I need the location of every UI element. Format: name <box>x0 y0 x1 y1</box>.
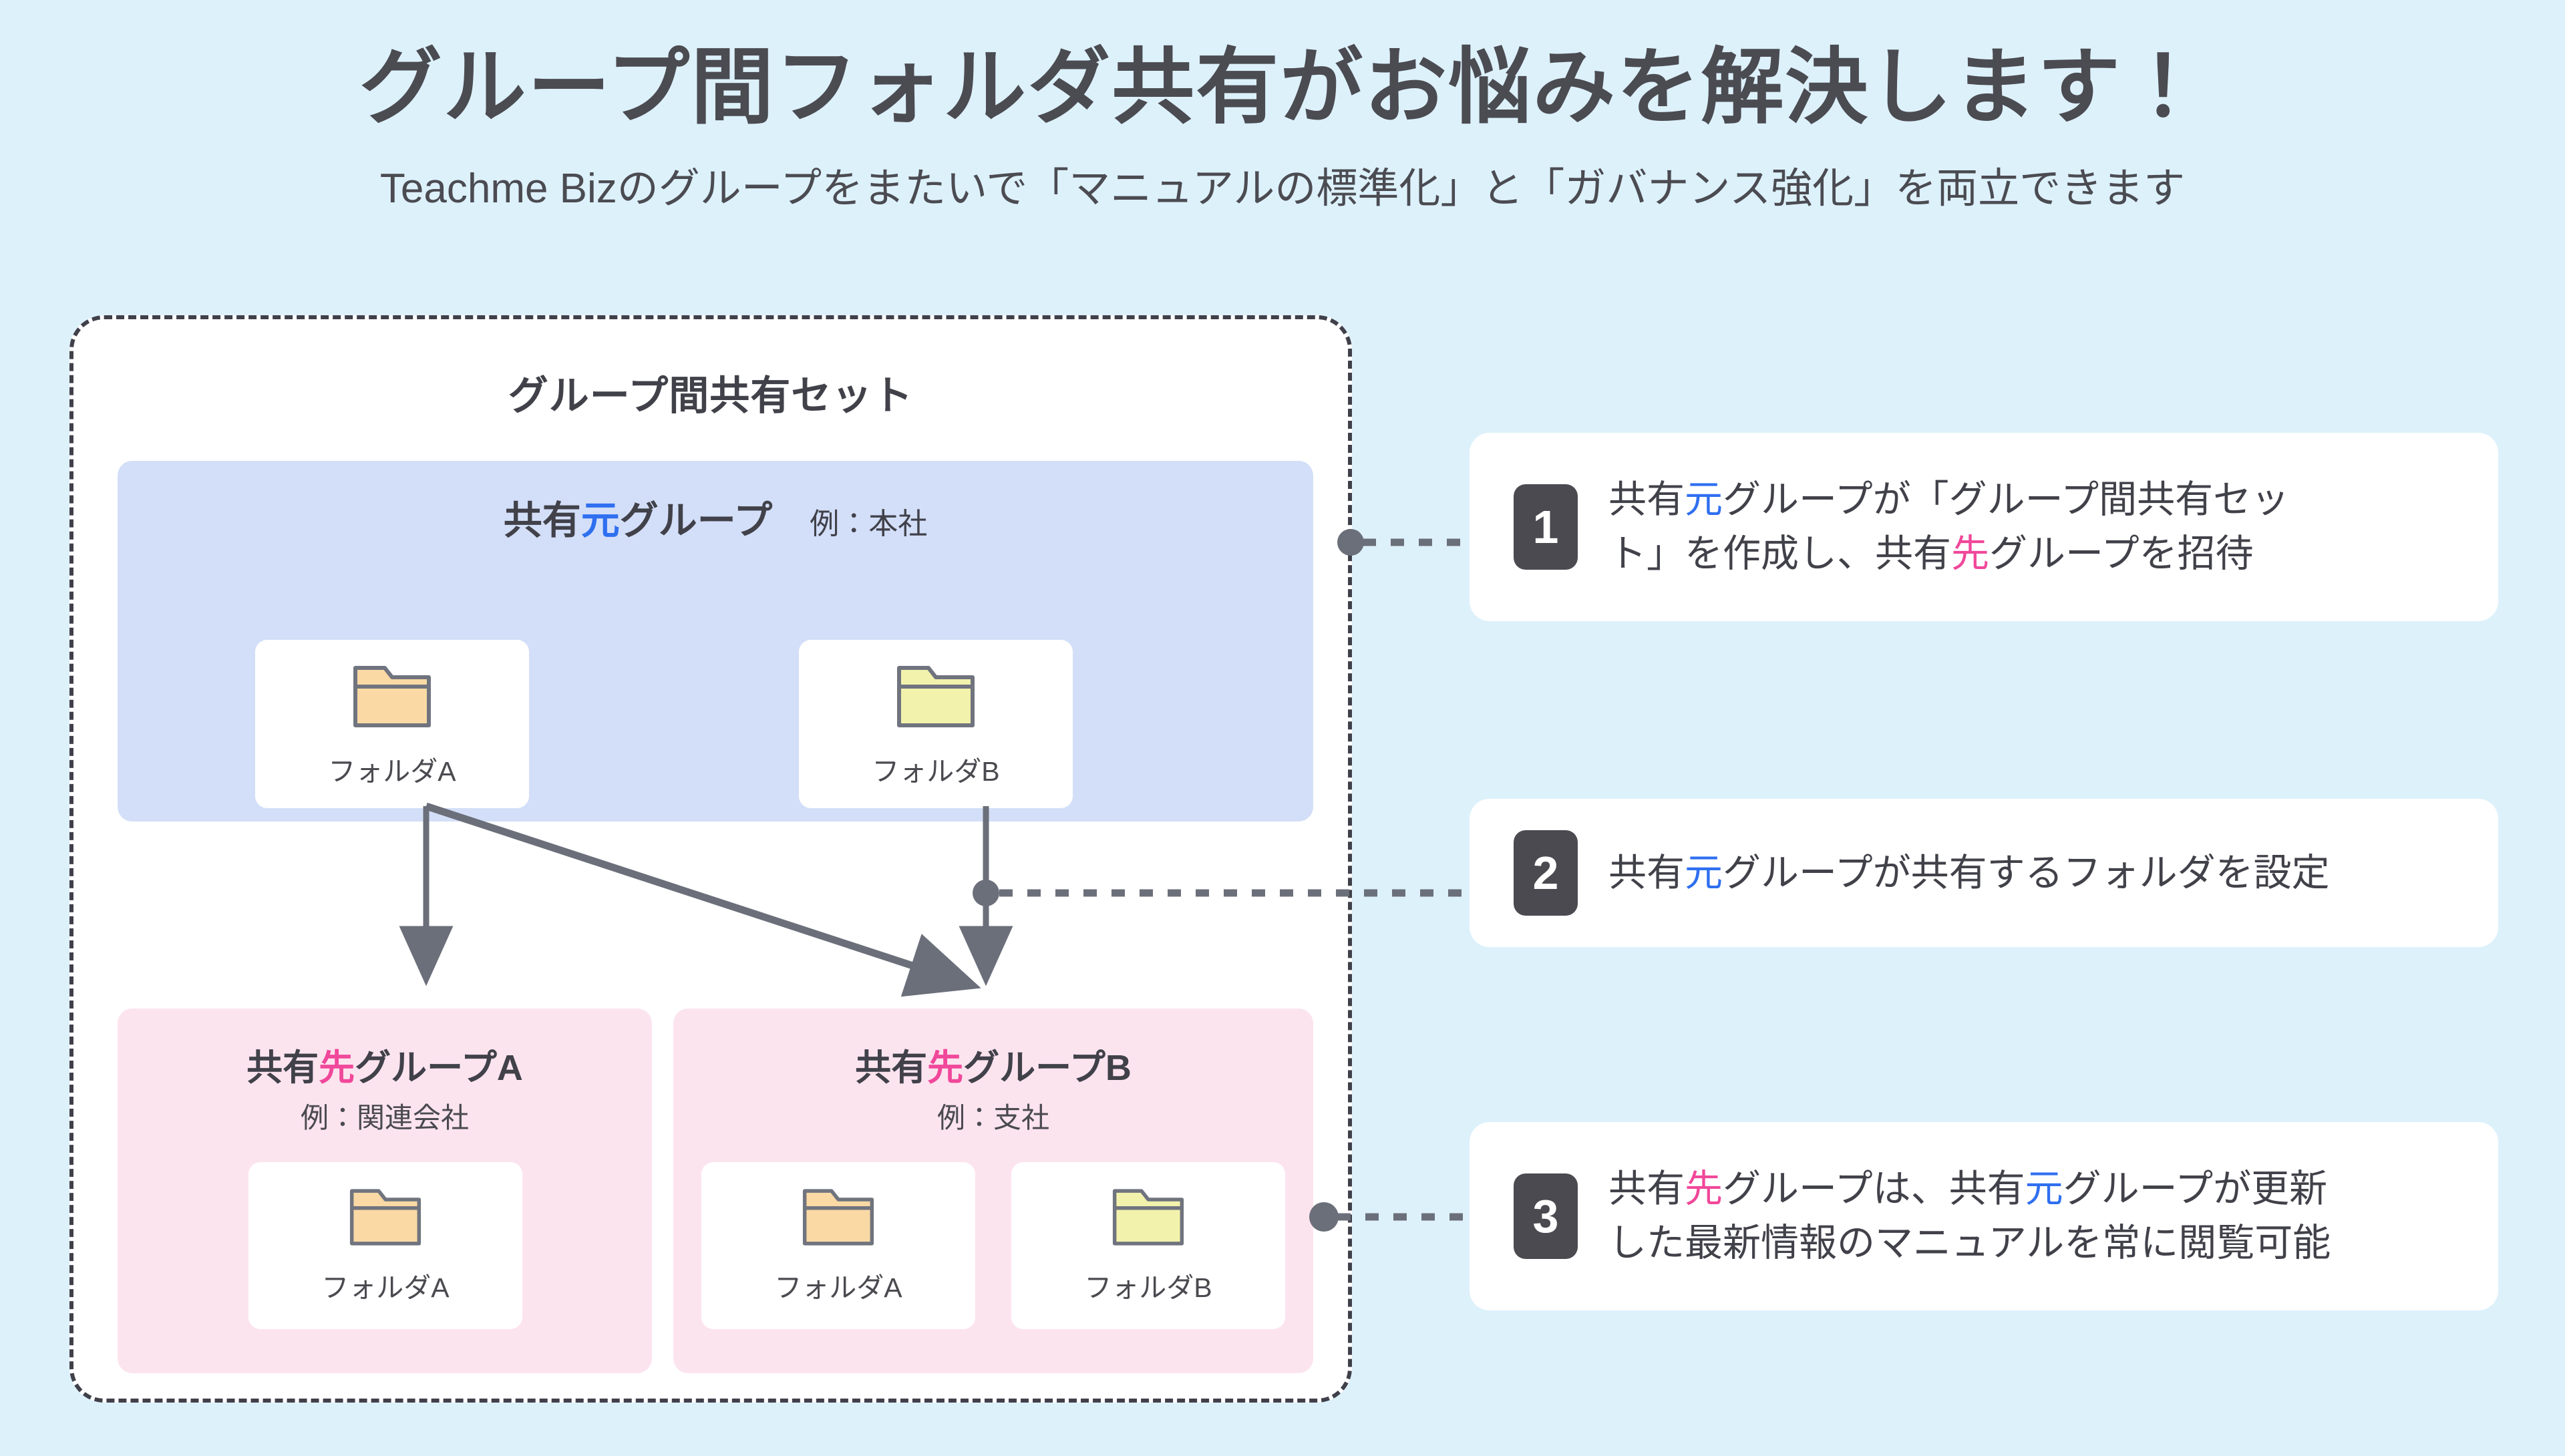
callout-badge-3: 3 <box>1514 1173 1578 1259</box>
callout-3-l1a: 共有 <box>1608 1167 1685 1211</box>
target-b-heading-prefix: 共有 <box>855 1048 928 1088</box>
callout-2-l1-accent: 元 <box>1685 851 1723 894</box>
folder-icon-orange <box>802 1185 875 1253</box>
target-b-heading-accent: 先 <box>927 1048 964 1088</box>
target-group-a-example: 例：関連会社 <box>300 1102 469 1133</box>
callout-2-l1a: 共有 <box>1608 851 1685 894</box>
folder-label: フォルダA <box>328 756 456 787</box>
callout-3-l1b: グループは、共有 <box>1723 1167 2025 1211</box>
callout-1-l2a: ト」を作成し、共有 <box>1608 532 1951 575</box>
folder-icon-orange <box>352 661 432 735</box>
callout-1-l1a: 共有 <box>1608 478 1685 522</box>
folder-card-source-a[interactable]: フォルダA <box>255 640 529 808</box>
source-heading-prefix: 共有 <box>503 499 581 542</box>
target-group-b-example: 例：支社 <box>936 1102 1049 1133</box>
folder-card-target-b-1[interactable]: フォルダA <box>701 1162 975 1329</box>
target-b-heading-suffix: グループB <box>963 1048 1132 1088</box>
target-a-heading-prefix: 共有 <box>246 1048 319 1088</box>
target-group-b-panel: 共有先グループB 例：支社 フォルダA フォルダB <box>673 1009 1313 1373</box>
callout-1-l2-accent: 先 <box>1951 532 1989 575</box>
callout-card-1: 1 共有元グループが「グループ間共有セッ ト」を作成し、共有先グループを招待 <box>1470 433 2498 621</box>
source-group-panel: 共有元グループ 例：本社 フォルダA フォルダB <box>118 461 1313 822</box>
folder-label: フォルダA <box>321 1272 450 1303</box>
callout-3-l1-accent: 先 <box>1685 1167 1723 1211</box>
source-group-heading: 共有元グループ 例：本社 <box>118 489 1313 545</box>
page-title: グループ間フォルダ共有がお悩みを解決します！ <box>359 41 2206 134</box>
source-group-example: 例：本社 <box>810 508 928 540</box>
folder-card-source-b[interactable]: フォルダB <box>799 640 1073 808</box>
folder-card-target-b-2[interactable]: フォルダB <box>1011 1162 1285 1329</box>
target-group-a-heading: 共有先グループA <box>118 1038 652 1091</box>
callout-1-l1-accent: 元 <box>1685 478 1723 522</box>
folder-icon-yellow <box>896 661 976 735</box>
target-group-a-panel: 共有先グループA 例：関連会社 フォルダA <box>118 1009 652 1373</box>
callout-3-l2a: した最新情報のマニュアルを常に閲覧可能 <box>1608 1222 2331 1264</box>
folder-icon-yellow <box>1112 1185 1185 1253</box>
folder-label: フォルダB <box>1084 1272 1212 1303</box>
target-group-b-heading: 共有先グループB <box>673 1038 1313 1091</box>
callout-3-l1c: グループが更新 <box>2063 1167 2328 1211</box>
callout-badge-2: 2 <box>1514 830 1578 916</box>
callout-card-2: 2 共有元グループが共有するフォルダを設定 <box>1470 799 2498 947</box>
folder-icon-orange <box>349 1185 422 1253</box>
callout-text-1: 共有元グループが「グループ間共有セッ ト」を作成し、共有先グループを招待 <box>1608 473 2289 581</box>
source-heading-suffix: グループ <box>619 499 773 542</box>
target-a-heading-suffix: グループA <box>355 1048 523 1088</box>
callout-card-3: 3 共有先グループは、共有元グループが更新 した最新情報のマニュアルを常に閲覧可… <box>1470 1122 2498 1310</box>
folder-label: フォルダA <box>774 1272 902 1303</box>
folder-card-target-a-1[interactable]: フォルダA <box>248 1162 522 1329</box>
page-header: グループ間フォルダ共有がお悩みを解決します！ Teachme Bizのグループを… <box>0 0 2565 214</box>
source-heading-accent: 元 <box>580 499 620 542</box>
share-set-container: グループ間共有セット 共有元グループ例：本社 フォルダA フ <box>69 315 1352 1403</box>
share-set-title: グループ間共有セット <box>508 373 914 418</box>
callout-text-3: 共有先グループは、共有元グループが更新 した最新情報のマニュアルを常に閲覧可能 <box>1608 1162 2331 1270</box>
callout-3-l1-accent2: 元 <box>2025 1167 2063 1211</box>
folder-label: フォルダB <box>872 756 1000 787</box>
callout-1-l2b: グループを招待 <box>1989 532 2254 575</box>
callout-badge-1: 1 <box>1514 484 1578 570</box>
target-a-heading-accent: 先 <box>319 1048 355 1088</box>
callout-2-l1b: グループが共有するフォルダを設定 <box>1723 851 2330 894</box>
callout-text-2: 共有元グループが共有するフォルダを設定 <box>1608 846 2330 900</box>
page-subtitle: Teachme Bizのグループをまたいで「マニュアルの標準化」と「ガバナンス強… <box>379 165 2186 212</box>
callout-1-l1b: グループが「グループ間共有セッ <box>1723 478 2290 522</box>
